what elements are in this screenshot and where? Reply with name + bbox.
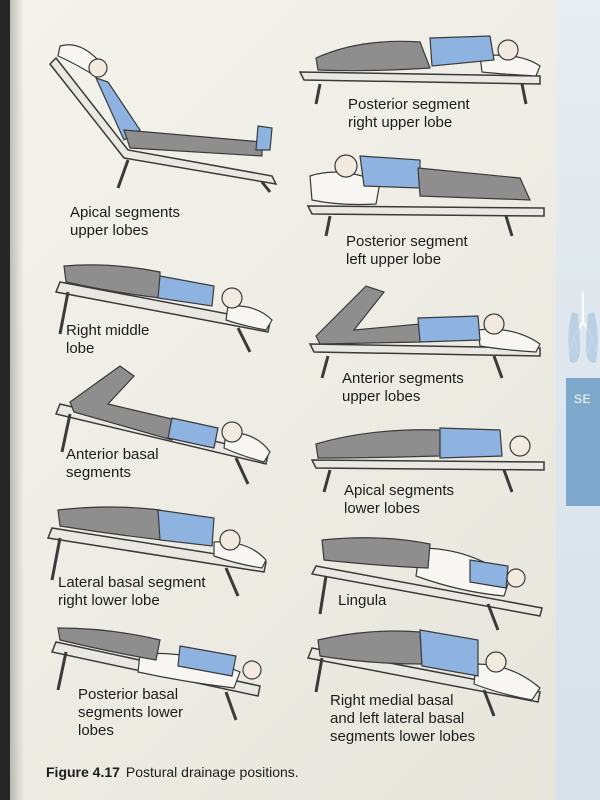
caption-line: Posterior segment: [346, 233, 468, 250]
illustration-posterior-right-upper: [298, 35, 541, 105]
caption-line: Apical segments: [344, 482, 455, 499]
illustration-apical-lower: [310, 427, 545, 493]
caption-posterior-right-upper: Posterior segment right upper lobe: [348, 96, 470, 132]
caption-line: lower lobes: [344, 500, 420, 517]
figure-label: Figure 4.17: [46, 764, 120, 780]
caption-right-middle: Right middle lobe: [66, 322, 149, 358]
caption-line: Anterior basal: [66, 446, 159, 463]
caption-anterior-basal: Anterior basal segments: [66, 446, 159, 482]
caption-line: Right medial basal: [330, 692, 454, 709]
caption-line: segments lower: [78, 704, 184, 721]
caption-line: left upper lobe: [346, 251, 442, 268]
caption-line: Anterior segments: [342, 370, 464, 387]
illustration-lateral-basal: [46, 506, 267, 597]
caption-line: segments lower lobes: [330, 728, 476, 745]
illustration-anterior-basal: [54, 365, 271, 485]
caption-line: upper lobes: [342, 388, 421, 405]
illustration-apical-upper: [48, 44, 278, 193]
caption-line: Posterior basal: [78, 686, 179, 703]
caption-apical-upper: Apical segments upper lobes: [70, 204, 180, 240]
chapter-side-tab: [566, 378, 600, 506]
caption-lingula: Lingula: [338, 592, 386, 610]
caption-line: lobe: [66, 340, 95, 357]
caption-line: right upper lobe: [348, 114, 453, 131]
caption-posterior-basal: Posterior basal segments lower lobes: [78, 686, 183, 740]
caption-line: and left lateral basal: [330, 710, 465, 727]
caption-line: Right middle: [66, 322, 150, 339]
caption-line: Lingula: [338, 592, 387, 609]
illustration-lingula: [310, 537, 543, 631]
caption-anterior-upper: Anterior segments upper lobes: [342, 370, 464, 406]
illustration-right-middle: [54, 264, 273, 353]
caption-line: segments: [66, 464, 132, 481]
caption-line: Apical segments: [70, 204, 181, 221]
side-tab-label: SE: [574, 392, 592, 406]
caption-line: right lower lobe: [58, 592, 160, 609]
caption-line: Lateral basal segment: [58, 574, 206, 591]
figure-caption: Figure 4.17 Postural drainage positions.: [46, 764, 299, 780]
lung-icon: [568, 292, 598, 363]
illustration-posterior-basal: [50, 627, 262, 721]
illustration-anterior-upper: [308, 285, 541, 379]
caption-lateral-basal: Lateral basal segment right lower lobe: [58, 574, 206, 610]
caption-apical-lower: Apical segments lower lobes: [344, 482, 454, 518]
illustration-posterior-left-upper: [306, 154, 545, 237]
figure-caption-text: Postural drainage positions.: [125, 764, 299, 780]
caption-line: upper lobes: [70, 222, 149, 239]
caption-posterior-left-upper: Posterior segment left upper lobe: [346, 233, 468, 269]
caption-medial-lateral-basal: Right medial basal and left lateral basa…: [330, 692, 475, 746]
page-gutter-shadow: [10, 0, 24, 800]
caption-line: Posterior segment: [348, 96, 470, 113]
caption-line: lobes: [78, 722, 114, 739]
illustration-medial-lateral-basal: [306, 629, 541, 717]
